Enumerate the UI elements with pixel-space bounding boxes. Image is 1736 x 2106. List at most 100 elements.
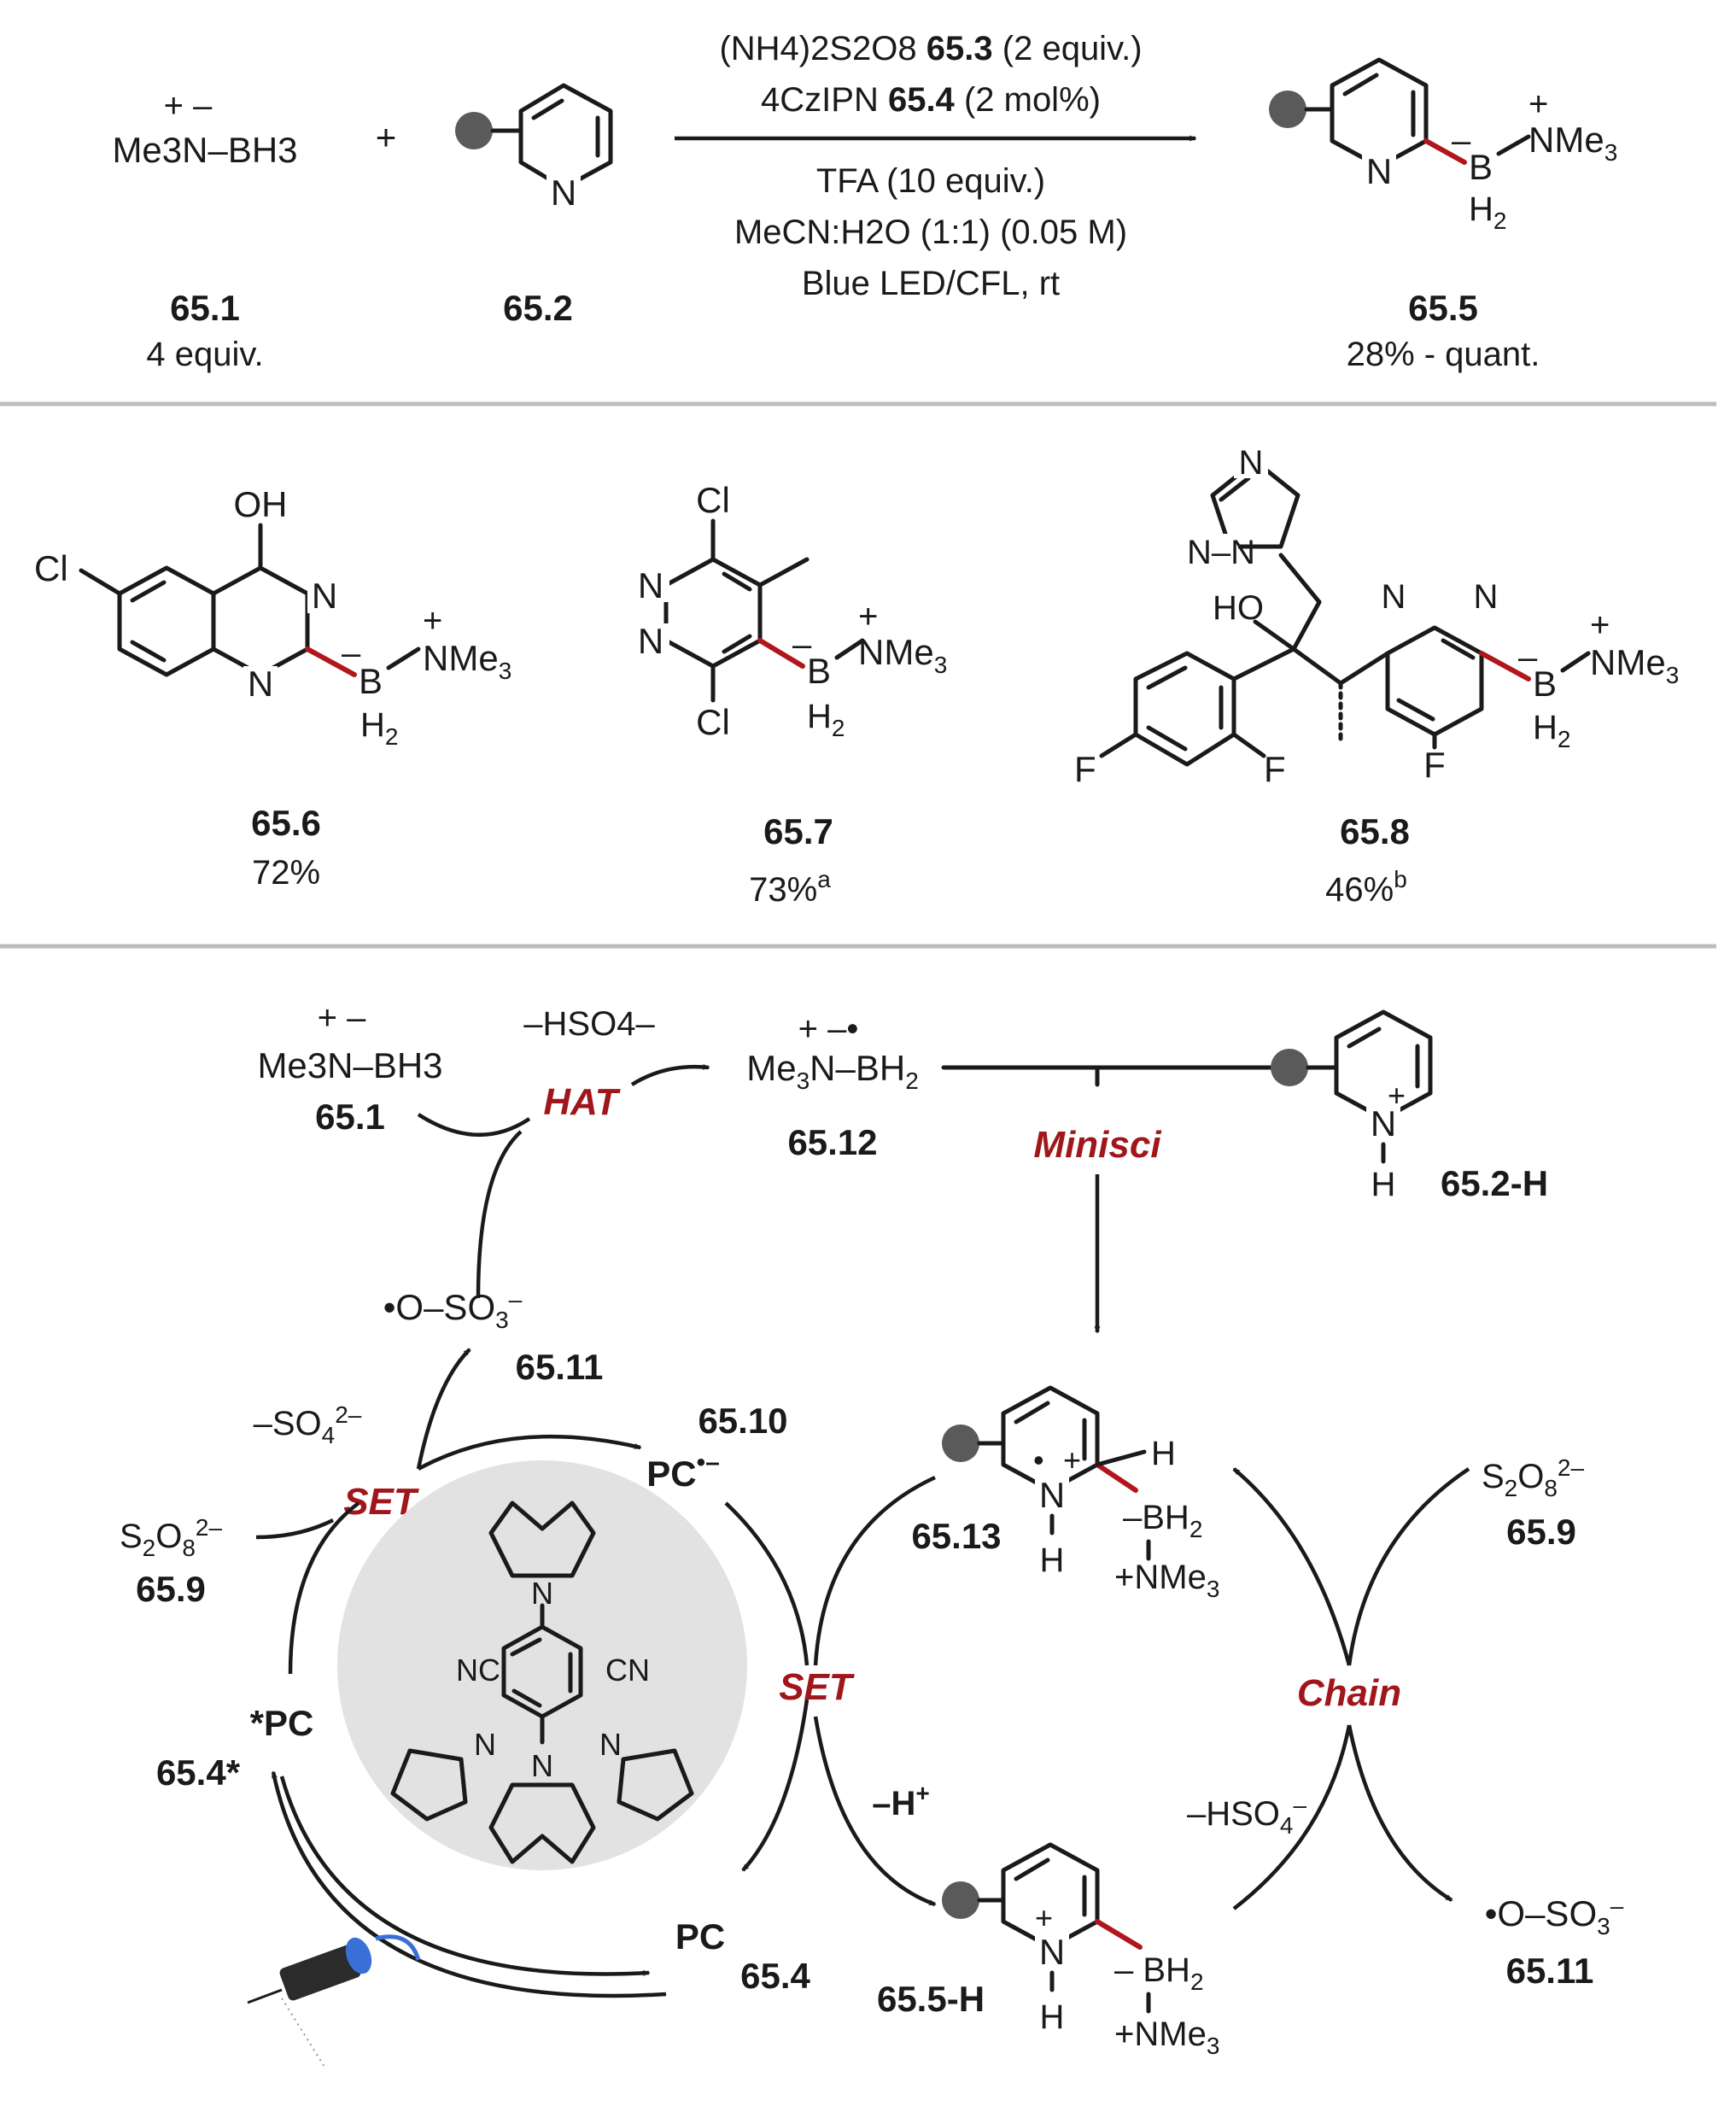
svg-text:H: H (1040, 1998, 1065, 2036)
svg-text:–: – (1452, 122, 1471, 160)
minus-hso4-right: –HSO4– (1187, 1792, 1307, 1839)
amine-borane-charges: + – (164, 87, 213, 125)
svg-text:N: N (1474, 578, 1499, 616)
svg-text:NMe3: NMe3 (858, 632, 947, 678)
svg-text:Cl: Cl (696, 702, 730, 742)
compound-65-2-label: 65.2 (503, 288, 573, 328)
pc-excited: *PC (250, 1703, 314, 1743)
svg-text:NC: NC (456, 1653, 500, 1688)
svg-text:–BH2: –BH2 (1123, 1499, 1202, 1542)
condition-solvent: MeCN:H2O (1:1) (0.05 M) (734, 214, 1127, 251)
minus-so4: –SO42– (254, 1401, 362, 1448)
mech-label-65-11-left: 65.11 (516, 1347, 604, 1387)
pc-radical-anion: PC•– (646, 1448, 720, 1494)
mech-label-65-9-right: 65.9 (1506, 1512, 1576, 1552)
label-chain: Chain (1297, 1672, 1401, 1714)
svg-text:–: – (792, 626, 812, 664)
svg-text:N: N (531, 1748, 553, 1783)
svg-text:N: N (1039, 1475, 1065, 1515)
svg-text:+: + (1063, 1442, 1081, 1477)
svg-text:–: – (342, 635, 361, 672)
plus-sign: + (376, 117, 397, 157)
condition-photocatalyst: 4CzIPN 65.4 (2 mol%) (761, 81, 1101, 119)
label-hat: HAT (543, 1081, 620, 1123)
svg-text:+ –•: + –• (798, 1010, 859, 1048)
svg-text:N: N (638, 621, 663, 661)
svg-text:N–N: N–N (1187, 534, 1255, 571)
svg-text:+ –: + – (318, 999, 366, 1037)
svg-text:NMe3: NMe3 (1590, 642, 1679, 688)
example-65-7: Cl N N Cl B – H2 + NMe3 (632, 480, 947, 742)
mech-label-65-1: 65.1 (315, 1097, 385, 1137)
svg-text:NMe3: NMe3 (1528, 120, 1617, 166)
compound-65-5-label: 65.5 (1408, 288, 1478, 328)
compound-65-8-label: 65.8 (1340, 811, 1410, 851)
svg-text:+: + (1590, 606, 1610, 644)
svg-text:+: + (1528, 85, 1548, 123)
svg-text:N: N (1239, 444, 1264, 482)
svg-text:F: F (1423, 745, 1446, 785)
top-reaction: + – Me3N–BH3 65.1 4 equiv. + N 65.2 (NH4… (112, 30, 1617, 373)
example-65-8: N N–N HO F F N N F B – H2 + NMe3 (1074, 444, 1679, 789)
photocatalyst-4czipn-structure: N NC CN N N N (337, 1460, 747, 1870)
svg-text:+NMe3: +NMe3 (1114, 1559, 1219, 1602)
svg-text:N: N (1371, 1103, 1396, 1144)
svg-text:H2: H2 (1533, 709, 1570, 752)
pc-ground: PC (675, 1916, 725, 1957)
svg-text:N: N (551, 173, 576, 213)
svg-text:N: N (1039, 1932, 1065, 1972)
svg-text:+: + (423, 602, 442, 640)
svg-text:H: H (1151, 1435, 1176, 1472)
product-65-5-structure: N B – H2 + NMe3 (1269, 57, 1617, 234)
svg-text:– BH2: – BH2 (1114, 1951, 1204, 1995)
compound-65-7-yield: 73%a (749, 866, 831, 909)
minus-h: –H+ (872, 1780, 930, 1822)
svg-text:+: + (858, 598, 878, 635)
mech-label-65-5-h: 65.5-H (877, 1979, 985, 2019)
svg-text:OH: OH (234, 484, 288, 524)
mech-label-65-12: 65.12 (787, 1122, 877, 1162)
svg-text:F: F (1074, 749, 1096, 789)
svg-text:N: N (1366, 151, 1392, 191)
svg-text:F: F (1264, 749, 1286, 789)
svg-text:•: • (1033, 1442, 1044, 1477)
mech-amine-borane: Me3N–BH3 (257, 1045, 442, 1085)
sulfate-radical-left: •O–SO3– (383, 1286, 523, 1333)
svg-text:NMe3: NMe3 (423, 638, 511, 684)
condition-oxidant: (NH4)2S2O8 65.3 (2 equiv.) (719, 30, 1142, 67)
svg-text:N: N (599, 1727, 622, 1762)
mechanism: + – Me3N–BH3 65.1 –HSO4– HAT + –• Me3N–B… (120, 999, 1624, 2068)
pyridine-65-2-structure: N (455, 83, 613, 213)
svg-text:B: B (359, 661, 383, 701)
amine-borane-formula: Me3N–BH3 (112, 130, 297, 170)
svg-text:N: N (531, 1576, 553, 1611)
svg-text:–: – (1518, 639, 1538, 676)
mech-label-65-9-left: 65.9 (136, 1569, 206, 1609)
compound-65-1-label: 65.1 (170, 288, 240, 328)
mech-label-65-4-star: 65.4* (156, 1752, 241, 1793)
condition-acid: TFA (10 equiv.) (816, 162, 1045, 200)
svg-text:B: B (1533, 664, 1557, 704)
mech-label-65-10: 65.10 (698, 1401, 787, 1441)
svg-text:H2: H2 (807, 698, 845, 741)
sulfate-radical-right: •O–SO3– (1485, 1892, 1624, 1939)
label-minisci: Minisci (1033, 1124, 1161, 1166)
svg-text:+NMe3: +NMe3 (1114, 2015, 1219, 2059)
svg-text:H2: H2 (1469, 190, 1506, 234)
svg-text:N: N (638, 565, 663, 605)
hat-curve-arrow (417, 1113, 531, 1138)
svg-text:+: + (1035, 1900, 1053, 1935)
blue-led-icon (247, 1934, 421, 2068)
svg-text:B: B (1469, 147, 1493, 187)
boryl-radical-formula: Me3N–BH2 (746, 1048, 919, 1094)
svg-text:N: N (474, 1727, 496, 1762)
mech-minus-hso4-top: –HSO4– (523, 1005, 655, 1043)
condition-light: Blue LED/CFL, rt (802, 265, 1060, 302)
mech-label-65-4: 65.4 (740, 1956, 810, 1996)
label-set-center: SET (779, 1666, 855, 1708)
svg-text:Cl: Cl (34, 548, 68, 588)
example-65-6: Cl OH N N B – H2 + NMe3 (34, 484, 511, 750)
mech-label-65-11-right: 65.11 (1506, 1951, 1594, 1991)
mech-label-65-2-h: 65.2-H (1441, 1163, 1548, 1203)
